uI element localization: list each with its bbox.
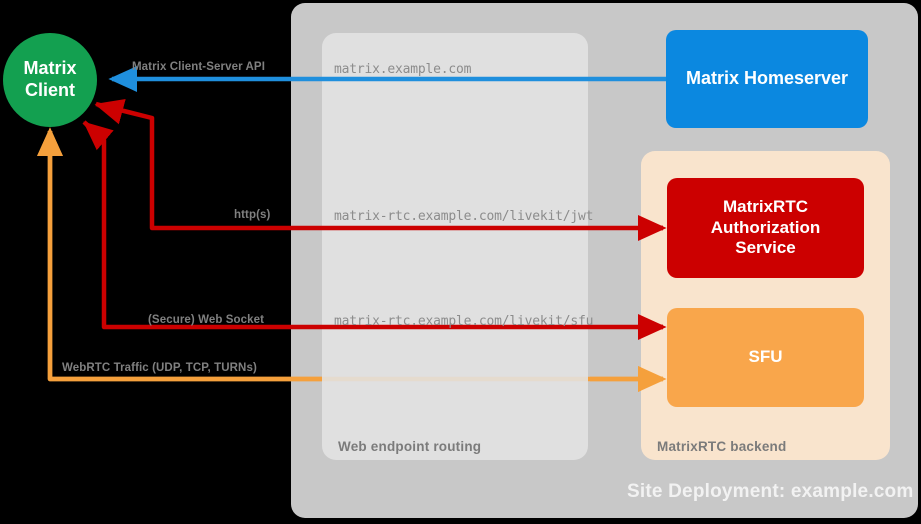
auth-label-line2: Authorization [710,217,821,237]
route-label-livekit-sfu: matrix-rtc.example.com/livekit/sfu [334,314,594,329]
node-matrix-client[interactable]: Matrix Client [3,33,97,127]
node-sfu[interactable]: SFU [667,308,864,407]
client-label-line2: Client [24,80,75,100]
node-matrix-homeserver[interactable]: Matrix Homeserver [666,30,868,128]
label-web-endpoint-routing: Web endpoint routing [338,439,482,454]
client-label-line1: Matrix [23,58,77,79]
edge-label-websocket: (Secure) Web Socket [148,314,265,326]
auth-label-line1: MatrixRTC [722,196,808,216]
web-endpoint-routing-container [322,33,588,460]
route-label-matrix-example-com: matrix.example.com [334,62,472,77]
edge-label-matrix-client-server-api: Matrix Client-Server API [132,61,265,73]
node-matrixrtc-authorization-service[interactable]: MatrixRTC Authorization Service [667,178,864,278]
node-auth-label: MatrixRTC Authorization Service [711,197,821,259]
node-matrix-homeserver-label: Matrix Homeserver [685,68,849,89]
auth-label-line3: Service [735,238,796,258]
node-matrix-client-label: Matrix Client [23,58,76,102]
edge-label-webrtc-traffic: WebRTC Traffic (UDP, TCP, TURNs) [62,362,257,374]
route-label-livekit-jwt: matrix-rtc.example.com/livekit/jwt [334,209,594,224]
node-sfu-label: SFU [748,347,783,367]
label-matrixrtc-backend: MatrixRTC backend [657,439,787,454]
label-site-deployment: Site Deployment: example.com [627,481,914,502]
edge-label-https: http(s) [234,209,271,221]
